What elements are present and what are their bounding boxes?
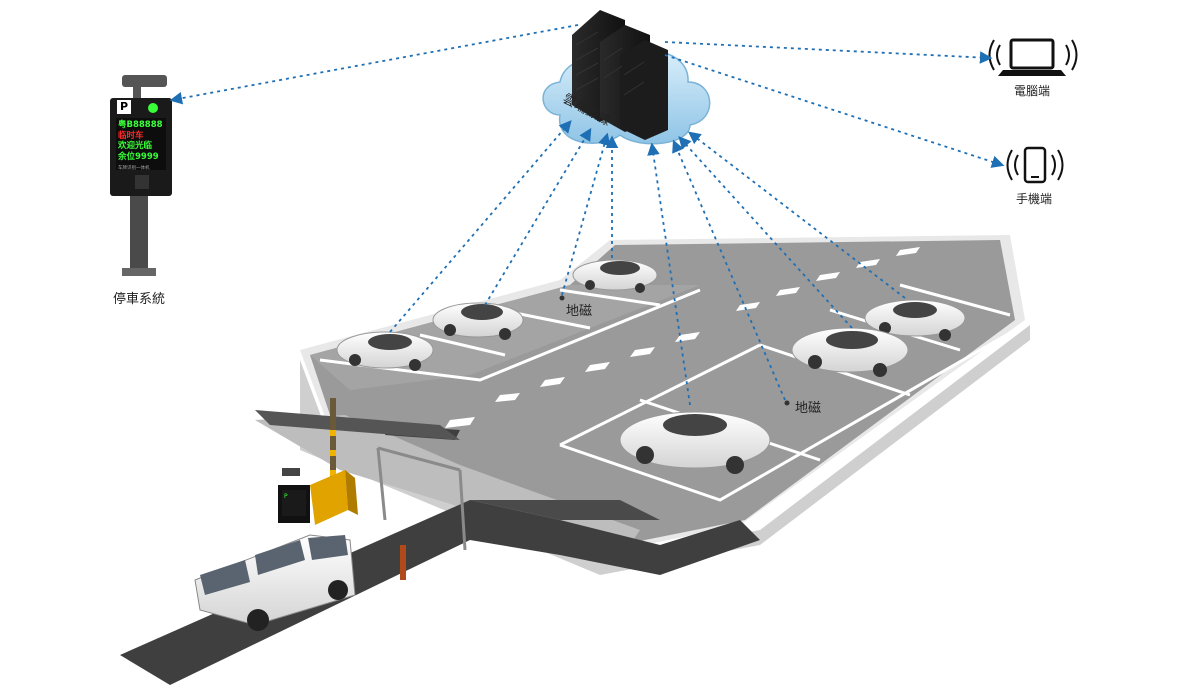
kiosk-screen: 粤B88888 临时车 欢迎光临 余位9999 车牌识别一体机 xyxy=(118,120,168,175)
kiosk-p-badge: P xyxy=(117,100,131,114)
sensor-label-1: 地磁 xyxy=(566,304,593,319)
car-6 xyxy=(619,411,771,474)
link-sensor2 xyxy=(672,139,786,401)
link-cloud-kiosk xyxy=(169,24,579,105)
car-5 xyxy=(791,327,909,377)
svg-text:P: P xyxy=(284,493,288,500)
kiosk-plate: 粤B88888 xyxy=(118,120,163,130)
sensor-dot-2 xyxy=(784,400,790,406)
computer-label: 電腦端 xyxy=(1014,84,1051,98)
link-car6 xyxy=(647,142,691,406)
phone-label: 手機端 xyxy=(1016,192,1053,206)
entrance-equipment: P xyxy=(278,398,467,580)
parking-kiosk xyxy=(110,75,172,276)
kiosk-line4: 余位9999 xyxy=(118,151,159,162)
phone-icon xyxy=(1006,146,1064,184)
sensor-dot-1 xyxy=(559,295,565,301)
car-1 xyxy=(336,331,434,371)
car-2 xyxy=(432,302,524,340)
link-car4 xyxy=(688,131,906,299)
kiosk-footer: 车牌识别一体机 xyxy=(118,166,150,171)
kiosk-line3: 欢迎光临 xyxy=(118,141,153,151)
link-car2 xyxy=(484,127,592,306)
status-led xyxy=(148,103,158,113)
link-cloud-computer xyxy=(664,41,993,64)
computer-icon xyxy=(988,38,1078,76)
lane-markings xyxy=(445,247,920,428)
parked-cars xyxy=(194,259,966,631)
van xyxy=(194,534,356,631)
parking-system-label: 停車系統 xyxy=(113,292,166,307)
car-3 xyxy=(572,259,658,293)
kiosk-line2: 临时车 xyxy=(118,130,144,141)
link-car5 xyxy=(678,136,853,329)
sensor-label-2: 地磁 xyxy=(795,401,822,416)
car-4 xyxy=(864,299,966,341)
data-links xyxy=(169,24,1005,406)
link-cloud-phone xyxy=(664,54,1005,168)
cloud-data-center xyxy=(542,10,711,145)
